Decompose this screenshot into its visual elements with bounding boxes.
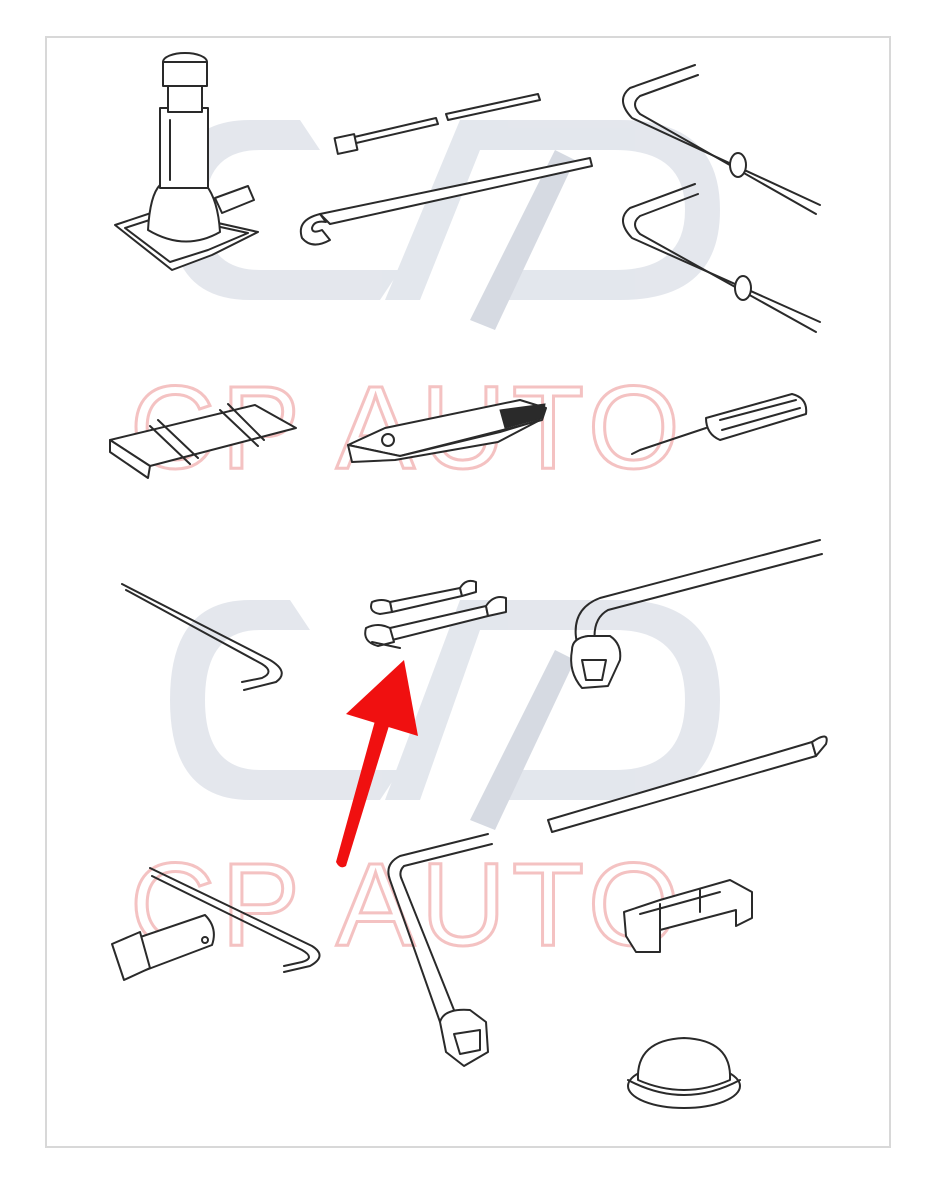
tool-bag <box>109 403 297 479</box>
arrow-shaft <box>336 710 392 868</box>
jack-handle-extension <box>333 93 541 155</box>
logo-wrench-top <box>470 150 575 330</box>
watermark-text-bottom: CP AUTO <box>130 839 686 971</box>
tire-lever <box>547 735 828 833</box>
watermark-logo-top <box>170 120 720 330</box>
lug-wrench-lower <box>387 833 493 1067</box>
screwdriver <box>631 393 808 455</box>
pliers <box>347 399 547 463</box>
double-open-end-wrench-set <box>364 579 507 649</box>
screw-jack <box>114 52 259 271</box>
logo-c-shape-bottom <box>170 600 400 800</box>
hook-spanner-bar <box>299 157 593 246</box>
logo-p-shape-top <box>385 120 720 300</box>
sliding-t-handle <box>149 867 321 973</box>
jack-handle-upper <box>622 64 821 215</box>
highlight-arrow <box>336 660 418 868</box>
logo-c-shape-top <box>170 120 400 300</box>
arrow-head <box>346 660 418 736</box>
wheel-nut-wrench <box>570 539 823 689</box>
spark-plug-socket <box>111 914 215 981</box>
wrench-large <box>364 596 507 649</box>
wrench-small <box>370 579 477 615</box>
hub-cap <box>627 1037 741 1109</box>
watermark-logo-bottom <box>170 600 720 830</box>
jack-bracket <box>623 879 753 953</box>
jack-handle-lower <box>622 183 821 333</box>
logo-wrench-bottom <box>470 650 575 830</box>
logo-p-shape-bottom <box>385 600 720 800</box>
hex-rod <box>121 583 283 691</box>
